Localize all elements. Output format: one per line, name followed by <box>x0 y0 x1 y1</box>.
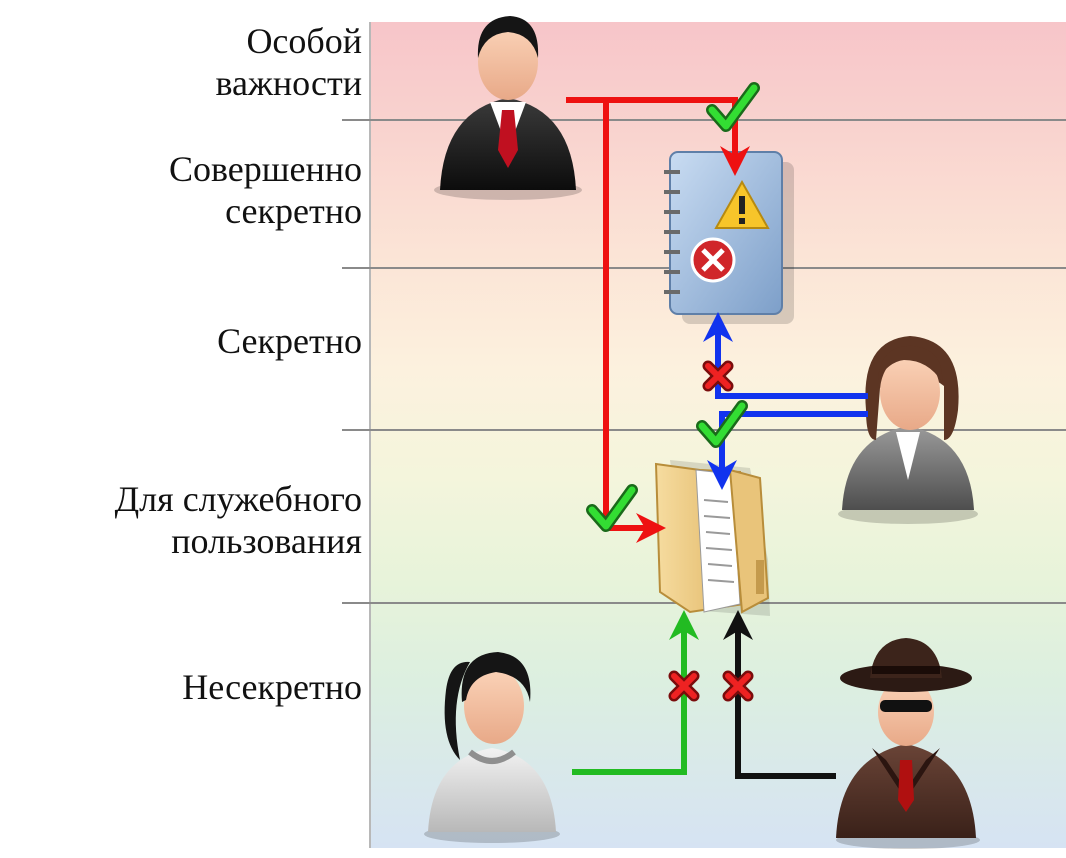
cross-icon <box>702 360 734 392</box>
check-icon <box>706 82 760 132</box>
notebook-warning-icon <box>664 151 794 324</box>
flow-secret <box>703 312 868 490</box>
businessman-icon <box>434 16 582 200</box>
level-label-official-use: Для служебного пользования <box>114 479 362 561</box>
cross-icon <box>668 670 700 702</box>
check-icon <box>696 400 748 448</box>
level-label-unclassified: Несекретно <box>182 667 362 707</box>
flow-unclassified <box>572 610 699 775</box>
cross-icon <box>722 670 754 702</box>
level-label-special-importance: Особой важности <box>215 21 362 103</box>
level-label-top-secret: Совершенно секретно <box>168 149 362 231</box>
spy-icon <box>836 638 980 849</box>
level-axis <box>369 22 371 848</box>
folder-documents-icon <box>654 460 770 616</box>
flow-spy <box>723 610 836 779</box>
level-label-secret: Секретно <box>217 321 362 361</box>
user-girl-icon <box>424 652 560 843</box>
check-icon <box>586 484 638 532</box>
businesswoman-icon <box>838 336 978 524</box>
